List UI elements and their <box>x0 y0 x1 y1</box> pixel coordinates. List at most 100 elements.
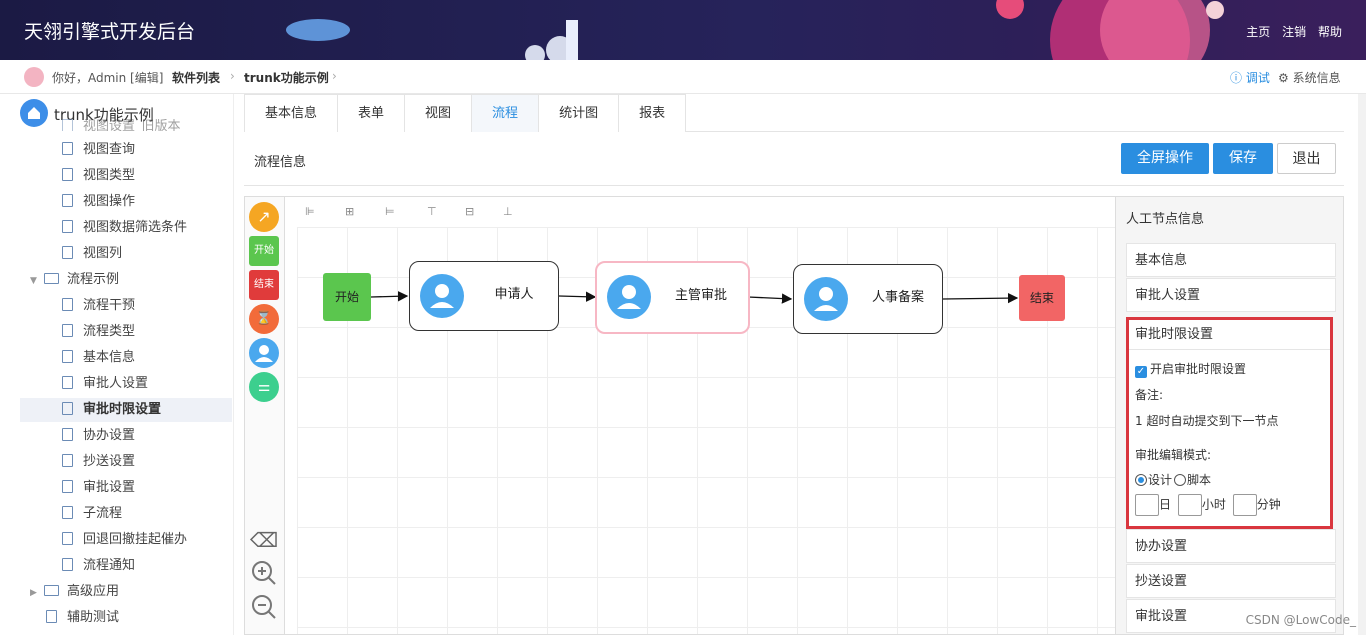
days-input[interactable] <box>1135 494 1159 516</box>
sidebar-item[interactable]: 辅助测试 <box>46 606 119 630</box>
align-top-icon[interactable]: ⊤ <box>427 205 437 218</box>
sidebar-item-label: 审批设置 <box>83 480 136 495</box>
debug-link[interactable]: ⓘ 调试 <box>1230 71 1270 85</box>
home-icon[interactable] <box>20 99 48 127</box>
sidebar-item[interactable]: 视图数据筛选条件 <box>62 216 187 240</box>
section-basic-info[interactable]: 基本信息 <box>1126 243 1336 277</box>
person-icon <box>804 277 848 321</box>
document-icon <box>62 350 73 363</box>
section-cc[interactable]: 抄送设置 <box>1126 564 1336 598</box>
edge-manager-to-hr[interactable] <box>747 293 793 304</box>
arrow-tool-icon[interactable]: ↗ <box>249 202 279 232</box>
mode-script-radio[interactable] <box>1174 474 1187 486</box>
flow-end-node[interactable]: 结束 <box>1019 275 1065 321</box>
zoom-in-icon[interactable] <box>249 558 279 588</box>
sidebar-item[interactable]: ▶高级应用 <box>30 580 119 604</box>
greeting[interactable]: 你好，Admin [编辑] <box>52 71 164 85</box>
sidebar-item[interactable]: 流程通知 <box>62 554 135 578</box>
sidebar-item[interactable]: 子流程 <box>62 502 122 526</box>
align-toolbar: ⊫ ⊞ ⊨ ⊤ ⊟ ⊥ <box>297 197 1117 227</box>
edge-hr-to-end[interactable] <box>942 292 1019 304</box>
expand-arrow-icon[interactable]: ▼ <box>30 276 37 286</box>
flow-start-node[interactable]: 开始 <box>323 273 371 321</box>
node-label: 申请人 <box>494 287 534 302</box>
document-icon <box>62 454 73 467</box>
sidebar-item-label: 视图操作 <box>83 194 136 209</box>
panel-title: 人工节点信息 <box>1126 212 1205 227</box>
flow-node-manager[interactable]: 主管审批 <box>595 261 750 334</box>
tab-form[interactable]: 表单 <box>337 94 406 132</box>
sidebar-item[interactable]: 视图查询 <box>62 138 135 162</box>
tab-statistics[interactable]: 统计图 <box>538 94 620 132</box>
sidebar-item[interactable]: 流程类型 <box>62 320 135 344</box>
avatar[interactable] <box>24 67 44 87</box>
document-icon <box>62 220 73 233</box>
section-co-handle[interactable]: 协办设置 <box>1126 529 1336 563</box>
mode-design-radio[interactable] <box>1135 474 1147 486</box>
sidebar-item-label: 抄送设置 <box>83 454 136 469</box>
minutes-unit: 分钟 <box>1256 497 1281 512</box>
sidebar-item-label: 流程类型 <box>83 324 136 339</box>
sidebar-item[interactable]: 回退回撤挂起催办 <box>62 528 187 552</box>
section-approver-settings[interactable]: 审批人设置 <box>1126 278 1336 312</box>
edge-start-to-applicant[interactable] <box>370 291 409 302</box>
tab-basic-info[interactable]: 基本信息 <box>244 94 339 132</box>
node-label: 人事备案 <box>871 290 924 305</box>
sidebar-item[interactable]: 视图类型 <box>62 164 135 188</box>
start-node-tool[interactable]: 开始 <box>249 236 279 266</box>
person-icon <box>420 274 464 318</box>
logout-link[interactable]: 注销 <box>1282 25 1307 39</box>
home-link[interactable]: 主页 <box>1246 25 1271 39</box>
sidebar-item[interactable]: 视图操作 <box>62 190 135 214</box>
timer-tool-icon[interactable]: ⌛ <box>249 304 279 334</box>
mode-radio-group: 设计脚本 <box>1135 471 1211 488</box>
sidebar-item[interactable]: 基本信息 <box>62 346 135 370</box>
sidebar-item-label: 基本信息 <box>83 350 136 365</box>
sidebar-item[interactable]: 抄送设置 <box>62 450 135 474</box>
sidebar-item[interactable]: 流程干预 <box>62 294 135 318</box>
breadcrumb-software-list[interactable]: 软件列表 <box>172 71 221 85</box>
flow-node-applicant[interactable]: 申请人 <box>409 261 559 331</box>
section-approval[interactable]: 审批设置 <box>1126 599 1336 633</box>
eraser-icon[interactable]: ⌫ <box>249 528 279 552</box>
header-links: 主页 注销 帮助 <box>1238 23 1342 40</box>
hours-input[interactable] <box>1177 494 1202 516</box>
end-node-tool[interactable]: 结束 <box>249 270 279 300</box>
section-header[interactable]: 审批时限设置 <box>1129 320 1330 350</box>
help-link[interactable]: 帮助 <box>1317 25 1342 39</box>
fullscreen-button[interactable]: 全屏操作 <box>1121 143 1209 174</box>
top-header: 天翎引擎式开发后台 主页 注销 帮助 <box>0 0 1366 60</box>
tab-report[interactable]: 报表 <box>618 94 687 132</box>
zoom-out-icon[interactable] <box>249 592 279 622</box>
sidebar-item[interactable]: ▼流程示例 <box>30 268 119 292</box>
watermark: CSDN @LowCode_ <box>1245 613 1356 627</box>
flow-node-hr[interactable]: 人事备案 <box>793 264 943 334</box>
breadcrumb-trunk[interactable]: trunk功能示例 <box>244 71 329 85</box>
sidebar-item[interactable]: 视图列 <box>62 242 122 266</box>
sidebar-item[interactable]: 协办设置 <box>62 424 135 448</box>
collapse-arrow-icon[interactable]: ▶ <box>30 588 37 598</box>
align-center-icon[interactable]: ⊞ <box>345 205 355 218</box>
tab-flow[interactable]: 流程 <box>471 94 540 132</box>
align-right-icon[interactable]: ⊨ <box>385 205 395 218</box>
align-left-icon[interactable]: ⊫ <box>305 205 315 218</box>
note-text: 1 超时自动提交到下一节点 <box>1135 414 1279 428</box>
minutes-input[interactable] <box>1232 494 1257 516</box>
sliders-tool-icon[interactable]: ⚌ <box>249 372 279 402</box>
sidebar-item-label: 审批人设置 <box>83 376 149 391</box>
sidebar-item[interactable]: 审批设置 <box>62 476 135 500</box>
system-info-link[interactable]: ⚙ 系统信息 <box>1278 71 1341 85</box>
tab-view[interactable]: 视图 <box>404 94 473 132</box>
person-tool-icon[interactable] <box>249 338 279 368</box>
exit-button[interactable]: 退出 <box>1277 143 1336 174</box>
save-button[interactable]: 保存 <box>1213 143 1273 174</box>
align-bottom-icon[interactable]: ⊥ <box>503 205 513 218</box>
align-middle-icon[interactable]: ⊟ <box>465 205 475 218</box>
sidebar-item[interactable]: 审批时限设置 <box>20 398 232 422</box>
edge-applicant-to-manager[interactable] <box>558 291 597 302</box>
enable-limit-checkbox[interactable]: ✓ <box>1135 366 1147 378</box>
sidebar-item[interactable]: 审批人设置 <box>62 372 148 396</box>
tree-root-label[interactable]: trunk功能示例 <box>54 106 154 124</box>
page-scrollbar[interactable] <box>1358 94 1366 635</box>
document-icon <box>62 506 73 519</box>
